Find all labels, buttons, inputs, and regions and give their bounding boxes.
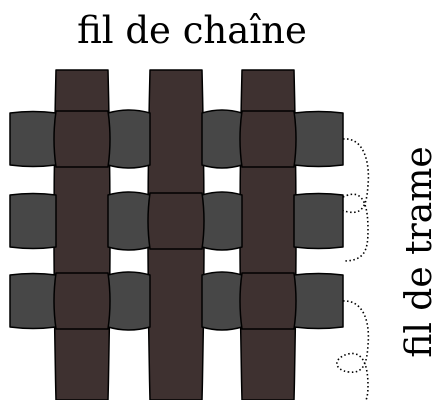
weft-thread-1-segment-4 [293,110,344,168]
weft-thread-3-segment-1 [9,272,57,330]
warp-over-crossing-1-1 [53,110,111,168]
weft-thread-1-segment-2 [107,109,151,169]
weave-threads [9,69,344,400]
warp-over-crossing-3-1 [239,110,297,168]
weft-thread-3-segment-2 [107,271,151,331]
warp-over-crossing-1-3 [53,272,111,330]
weft-thread-1-segment-1 [9,110,57,168]
weft-thread-2-segment-4 [293,192,344,250]
weft-thread-2-segment-3 [201,191,243,251]
warp-thread-label: fil de chaîne [77,9,307,52]
weft-thread-3-segment-3 [201,271,243,331]
weft-thread-label: fil de trame [399,146,438,357]
weft-thread-3-segment-4 [293,272,344,330]
warp-over-crossing-2-2 [147,192,205,250]
weft-thread-1-segment-3 [201,109,243,169]
warp-over-crossing-3-3 [239,272,297,330]
weft-thread-2-segment-2 [107,191,151,251]
weft-thread-dotted-path [336,138,370,400]
weft-thread-2-segment-1 [9,192,57,250]
